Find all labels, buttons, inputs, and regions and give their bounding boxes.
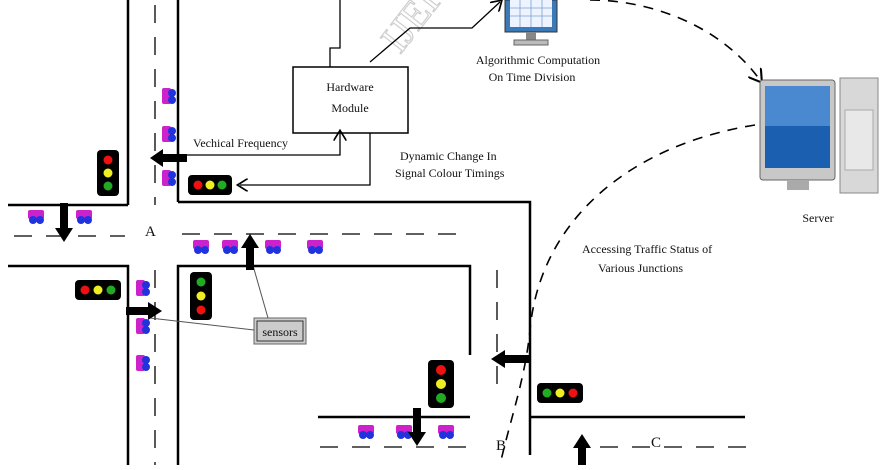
server-computer-icon xyxy=(759,77,879,194)
traffic-light-icon xyxy=(537,383,583,403)
server-label: Server xyxy=(802,211,833,225)
dynamic-change-label-1: Dynamic Change In xyxy=(400,149,497,163)
accessing-label-2: Various Junctions xyxy=(598,261,683,275)
junction-a-label: A xyxy=(145,224,156,240)
sensors-label: sensors xyxy=(262,325,298,339)
junction-c-label: C xyxy=(651,435,661,451)
road-network xyxy=(8,0,745,465)
hardware-module-box: Hardware Module xyxy=(292,66,409,134)
accessing-label-1: Accessing Traffic Status of xyxy=(582,242,712,256)
connector-lines xyxy=(182,0,500,185)
traffic-light-icon xyxy=(428,360,454,408)
traffic-light-icon xyxy=(188,175,232,195)
lane-markings xyxy=(14,5,750,465)
sensors-box: sensors xyxy=(253,317,307,345)
traffic-light-icon xyxy=(97,150,119,196)
watermark: IJERT xyxy=(372,0,470,61)
dynamic-change-label-2: Signal Colour Timings xyxy=(395,166,505,180)
hardware-label-1: Hardware xyxy=(326,80,373,94)
arrow-icon xyxy=(55,149,591,465)
junction-b-label: B xyxy=(496,438,506,454)
algo-label-1: Algorithmic Computation xyxy=(476,53,600,67)
traffic-light-icon xyxy=(190,272,212,320)
dashed-arrows xyxy=(499,0,760,466)
algo-label-2: On Time Division xyxy=(489,70,576,84)
vehicle-frequency-label: Vechical Frequency xyxy=(193,136,288,150)
computer-monitor-icon xyxy=(504,0,558,46)
hardware-label-2: Module xyxy=(331,101,368,115)
traffic-light-icon xyxy=(75,280,121,300)
